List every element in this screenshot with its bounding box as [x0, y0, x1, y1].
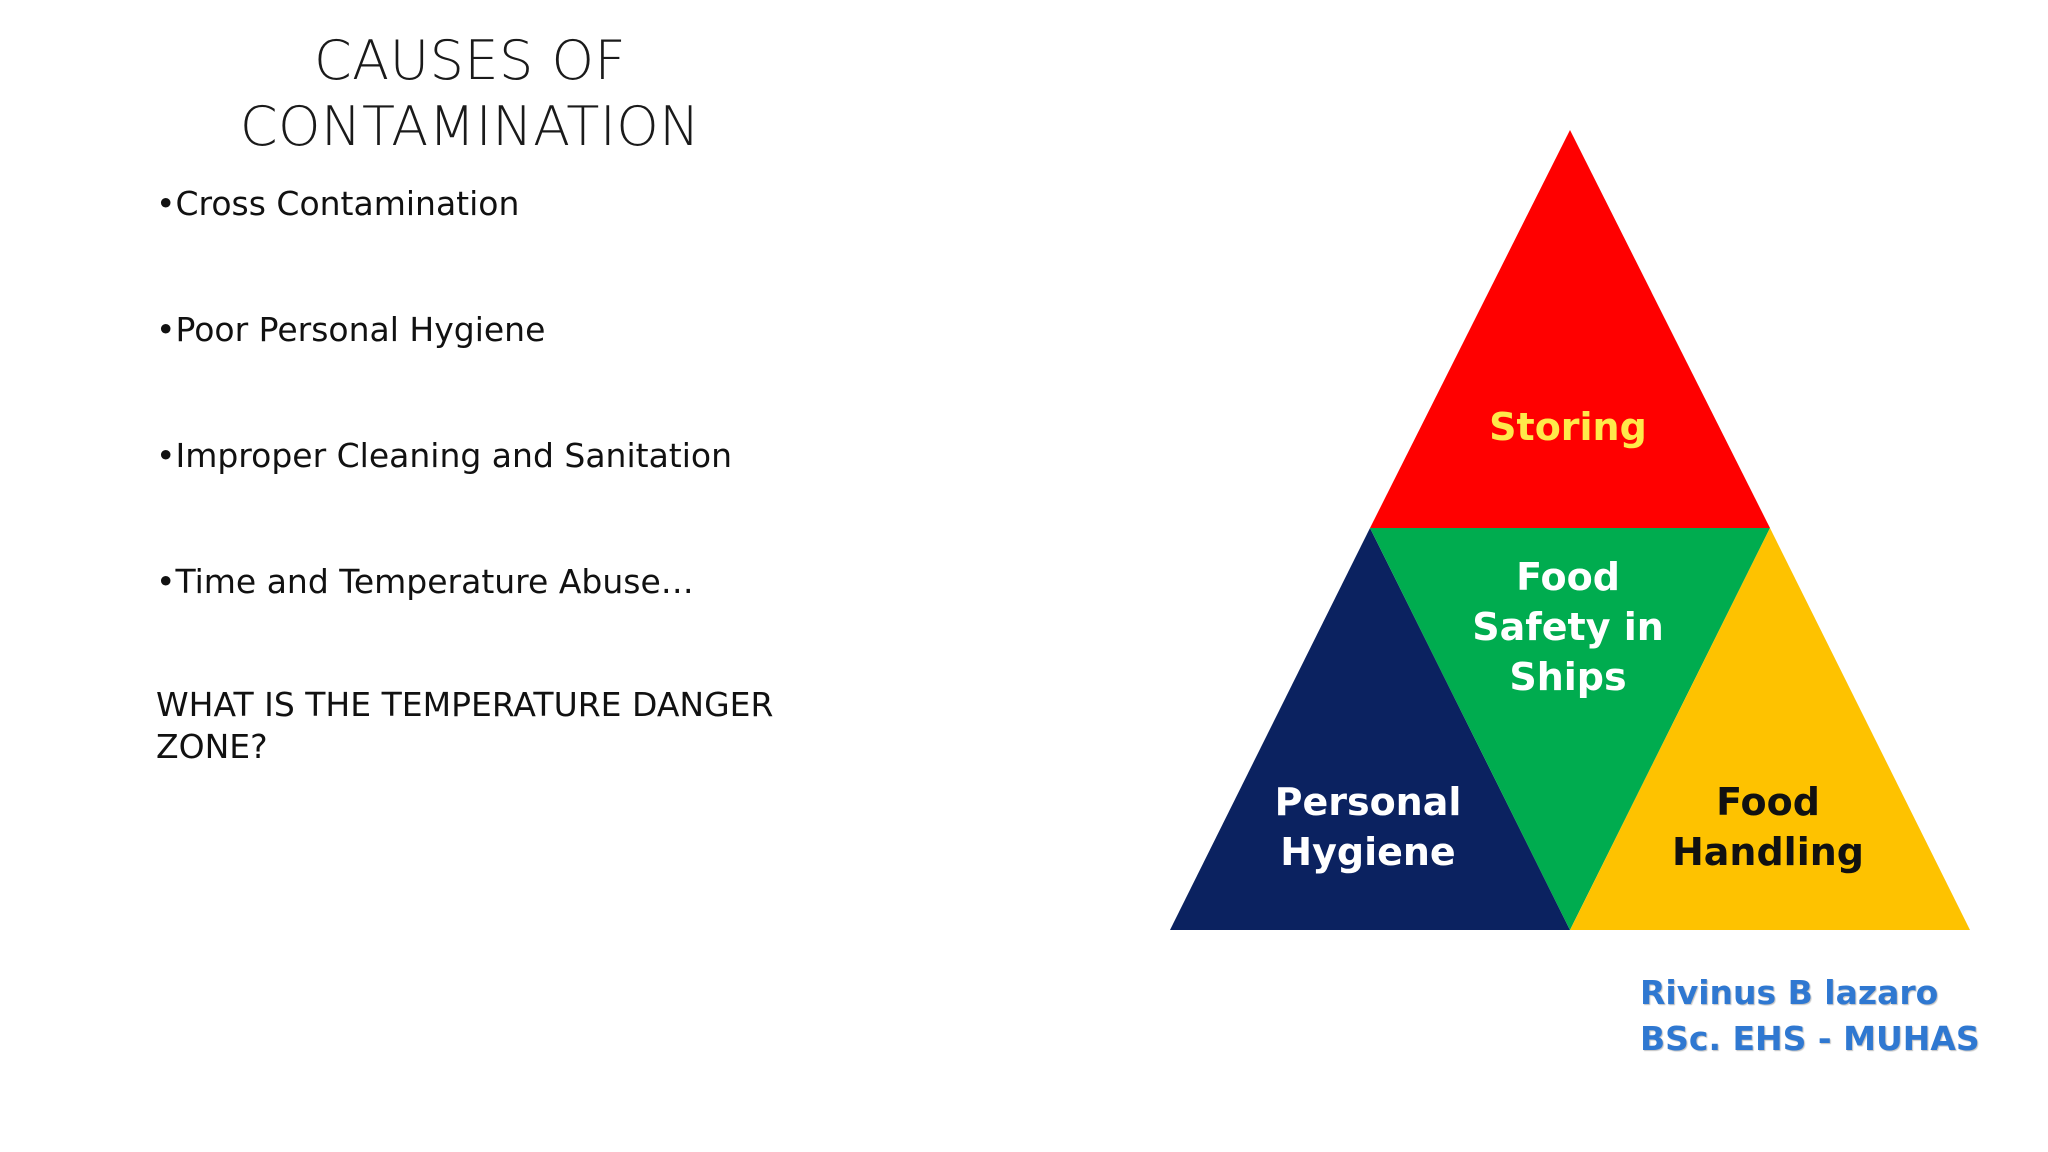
slide-title-line-1: CAUSES OF — [313, 29, 627, 92]
pyramid-left-segment — [1170, 528, 1570, 930]
pyramid-label-center-line-3: Ships — [1509, 655, 1626, 699]
cause-item-improper-cleaning: •Improper Cleaning and Sanitation — [156, 436, 733, 475]
author-name: Rivinus B lazaro — [1640, 973, 1939, 1012]
pyramid-label-storing: Storing — [1489, 405, 1647, 449]
slide-title: CAUSES OF CONTAMINATION — [220, 28, 720, 160]
pyramid-label-center-line-1: Food — [1516, 555, 1620, 599]
pyramid-top-segment — [1370, 130, 1770, 528]
author-credential: BSc. EHS - MUHAS — [1640, 1019, 1980, 1058]
pyramid-label-left-line-1: Personal — [1275, 780, 1462, 824]
cause-item-cross-contamination: •Cross Contamination — [156, 184, 520, 223]
pyramid-label-left-line-2: Hygiene — [1280, 830, 1455, 874]
pyramid-right-segment — [1570, 528, 1970, 930]
pyramid-label-right-line-2: Handling — [1672, 830, 1864, 874]
cause-item-poor-hygiene: •Poor Personal Hygiene — [156, 310, 546, 349]
pyramid-center-segment — [1370, 528, 1770, 930]
cause-item-time-temperature: •Time and Temperature Abuse… — [156, 562, 694, 601]
food-safety-pyramid: Storing Food Safety in Ships Personal Hy… — [1170, 130, 1970, 930]
author-credit: Rivinus B lazaro BSc. EHS - MUHAS — [1640, 970, 1980, 1062]
causes-list: •Cross Contamination •Poor Personal Hygi… — [156, 182, 796, 686]
pyramid-label-center-line-2: Safety in — [1472, 605, 1664, 649]
pyramid-label-right-line-1: Food — [1716, 780, 1820, 824]
danger-zone-question: WHAT IS THE TEMPERATURE DANGER ZONE? — [156, 685, 774, 766]
slide-title-line-2: CONTAMINATION — [239, 95, 701, 158]
